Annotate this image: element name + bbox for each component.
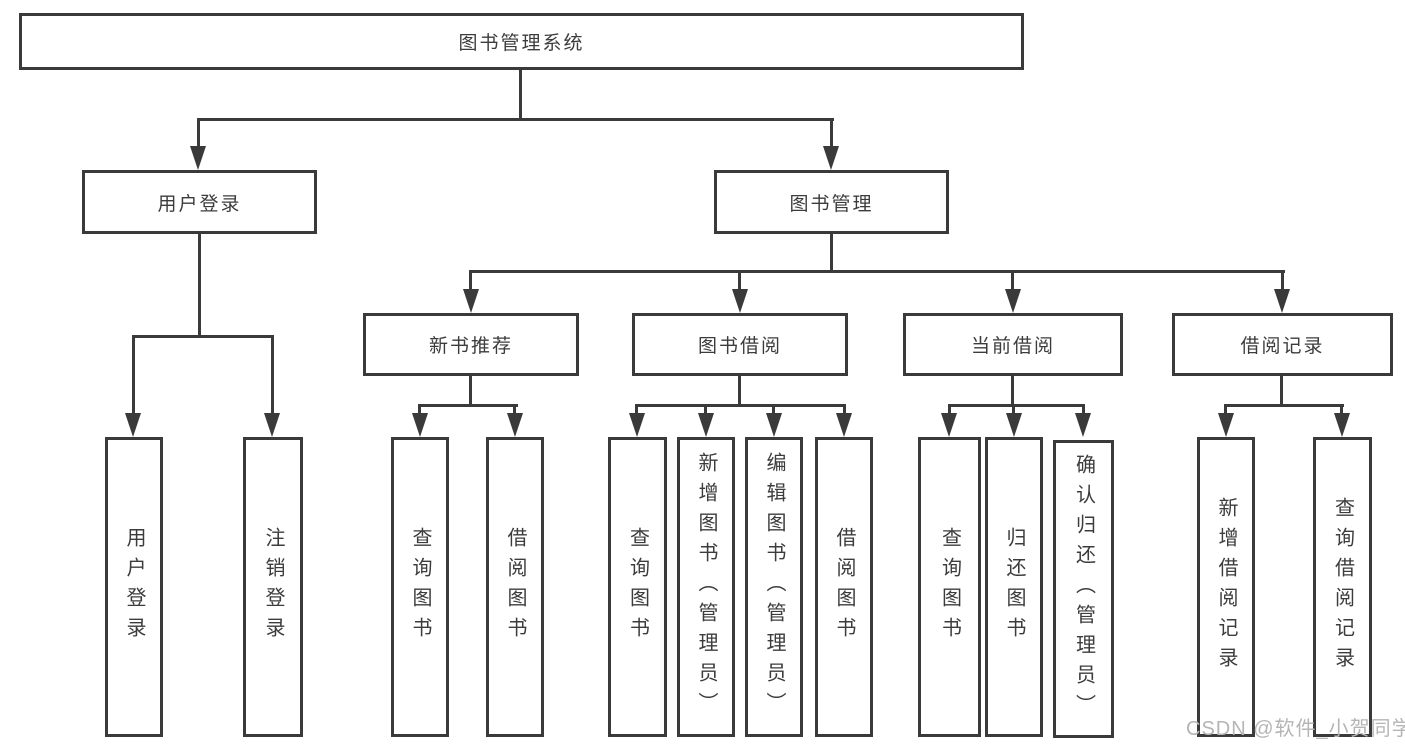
node-current-borrow-label: 当前借阅 [970,336,1055,357]
connector-newbooks-hbar [418,404,518,407]
leaf-logout-login-label: 注销登录 [262,527,284,647]
arrow-down-icon [125,413,141,437]
leaf-newbooks-query-books-label: 查询图书 [409,527,431,647]
connector-bookmgmt-stub [830,118,833,150]
csdn-watermark: CSDN @软件_小贺同学 [1186,718,1405,740]
leaf-newbooks-borrow-books-label: 借阅图书 [504,527,526,647]
connector-leaf-stub [271,335,274,417]
node-book-management: 图书管理 [714,170,949,234]
connector-leaf-stub [948,404,951,416]
connector-borrowrecords-drop [1280,376,1283,407]
arrow-down-icon [412,413,428,437]
connector-bookmgmt-hbar [469,270,1285,273]
leaf-return-books-label: 归还图书 [1003,527,1025,647]
arrow-down-icon [264,413,280,437]
node-user-login-label: 用户登录 [157,193,242,215]
connector-leaf-stub [1082,404,1085,416]
arrow-down-icon [1075,413,1091,437]
leaf-query-borrow-record: 查询借阅记录 [1313,437,1372,737]
leaf-current-query-books-label: 查询图书 [938,527,961,647]
connector-userlogin-drop [198,234,201,338]
node-current-borrow: 当前借阅 [903,313,1123,376]
node-library-system: 图书管理系统 [19,13,1024,70]
node-book-borrow: 图书借阅 [632,313,848,376]
connector-userlogin-hbar [132,335,274,338]
arrow-down-icon [732,289,748,313]
connector-root-drop [519,70,522,120]
arrow-down-icon [1334,413,1350,437]
leaf-edit-books-admin: 编辑图书（管理员） [745,437,803,737]
node-new-book-recommend-label: 新书推荐 [428,336,513,357]
leaf-user-login-label: 用户登录 [123,527,145,647]
arrow-down-icon [463,289,479,313]
connector-level3-stub [738,270,741,294]
connector-leaf-stub [132,335,135,417]
arrow-down-icon [507,413,523,437]
arrow-down-icon [190,146,206,170]
arrow-down-icon [1005,289,1021,313]
leaf-add-borrow-record: 新增借阅记录 [1197,437,1255,737]
connector-leaf-stub [1340,404,1343,416]
connector-leaf-stub [1224,404,1227,416]
connector-bookmgmt-drop [830,234,833,273]
node-borrow-records-label: 借阅记录 [1240,336,1325,357]
connector-borrowrecords-hbar [1224,404,1344,407]
arrow-down-icon [836,413,852,437]
leaf-current-query-books: 查询图书 [918,437,981,737]
connector-userlogin-stub [197,118,200,150]
connector-leaf-stub [1012,404,1015,416]
connector-leaf-stub [843,404,846,416]
leaf-confirm-return-admin: 确认归还（管理员） [1053,440,1114,738]
connector-level3-stub [1011,270,1014,294]
connector-leaf-stub [635,404,638,416]
arrow-down-icon [823,146,839,170]
node-book-borrow-label: 图书借阅 [697,336,782,357]
connector-leaf-stub [513,404,516,416]
arrow-down-icon [1274,289,1290,313]
arrow-down-icon [1218,413,1234,437]
leaf-borrow-borrow-books-label: 借阅图书 [833,527,855,647]
leaf-newbooks-borrow-books: 借阅图书 [486,437,544,737]
node-book-management-label: 图书管理 [789,193,874,215]
connector-bookborrow-hbar [635,404,846,407]
arrow-down-icon [941,413,957,437]
node-library-system-label: 图书管理系统 [458,33,585,54]
connector-level3-stub [1281,270,1284,294]
node-borrow-records: 借阅记录 [1172,313,1393,376]
leaf-logout-login: 注销登录 [243,437,303,737]
arrow-down-icon [766,413,782,437]
leaf-edit-books-admin-label: 编辑图书（管理员） [763,452,785,722]
leaf-add-books-admin-label: 新增图书（管理员） [695,452,717,722]
connector-newbooks-drop [469,376,472,407]
arrow-down-icon [698,413,714,437]
connector-currentborrow-drop [1011,376,1014,407]
leaf-newbooks-query-books: 查询图书 [391,437,449,737]
connector-bookborrow-drop [738,376,741,407]
node-user-login: 用户登录 [82,170,317,234]
leaf-borrow-query-books-label: 查询图书 [626,527,649,647]
leaf-query-borrow-record-label: 查询借阅记录 [1331,497,1354,677]
leaf-return-books: 归还图书 [985,437,1043,737]
arrow-down-icon [1006,413,1022,437]
connector-root-hbar [197,118,834,121]
connector-leaf-stub [772,404,775,416]
leaf-add-books-admin: 新增图书（管理员） [677,437,735,737]
node-new-book-recommend: 新书推荐 [363,313,579,376]
arrow-down-icon [629,413,645,437]
leaf-confirm-return-admin-label: 确认归还（管理员） [1072,454,1095,724]
connector-currentborrow-hbar [948,404,1085,407]
connector-leaf-stub [704,404,707,416]
leaf-user-login: 用户登录 [105,437,163,737]
leaf-borrow-query-books: 查询图书 [608,437,667,737]
leaf-borrow-borrow-books: 借阅图书 [815,437,873,737]
connector-leaf-stub [418,404,421,416]
leaf-add-borrow-record-label: 新增借阅记录 [1215,497,1237,677]
connector-level3-stub [469,270,472,294]
